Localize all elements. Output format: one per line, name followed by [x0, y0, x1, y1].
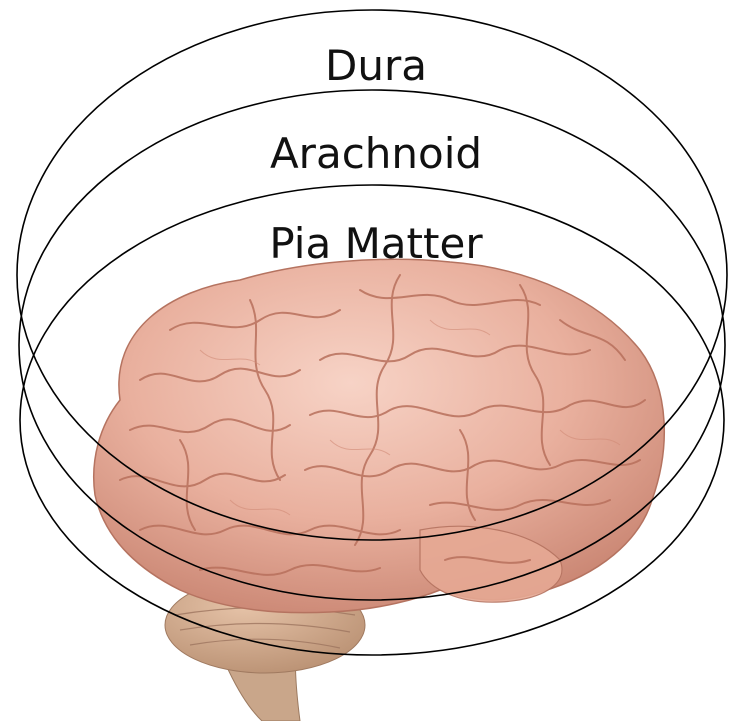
dura-label: Dura	[325, 41, 427, 90]
pia-matter-label: Pia Matter	[269, 219, 483, 268]
arachnoid-label: Arachnoid	[270, 129, 482, 178]
cerebrum	[94, 259, 665, 612]
